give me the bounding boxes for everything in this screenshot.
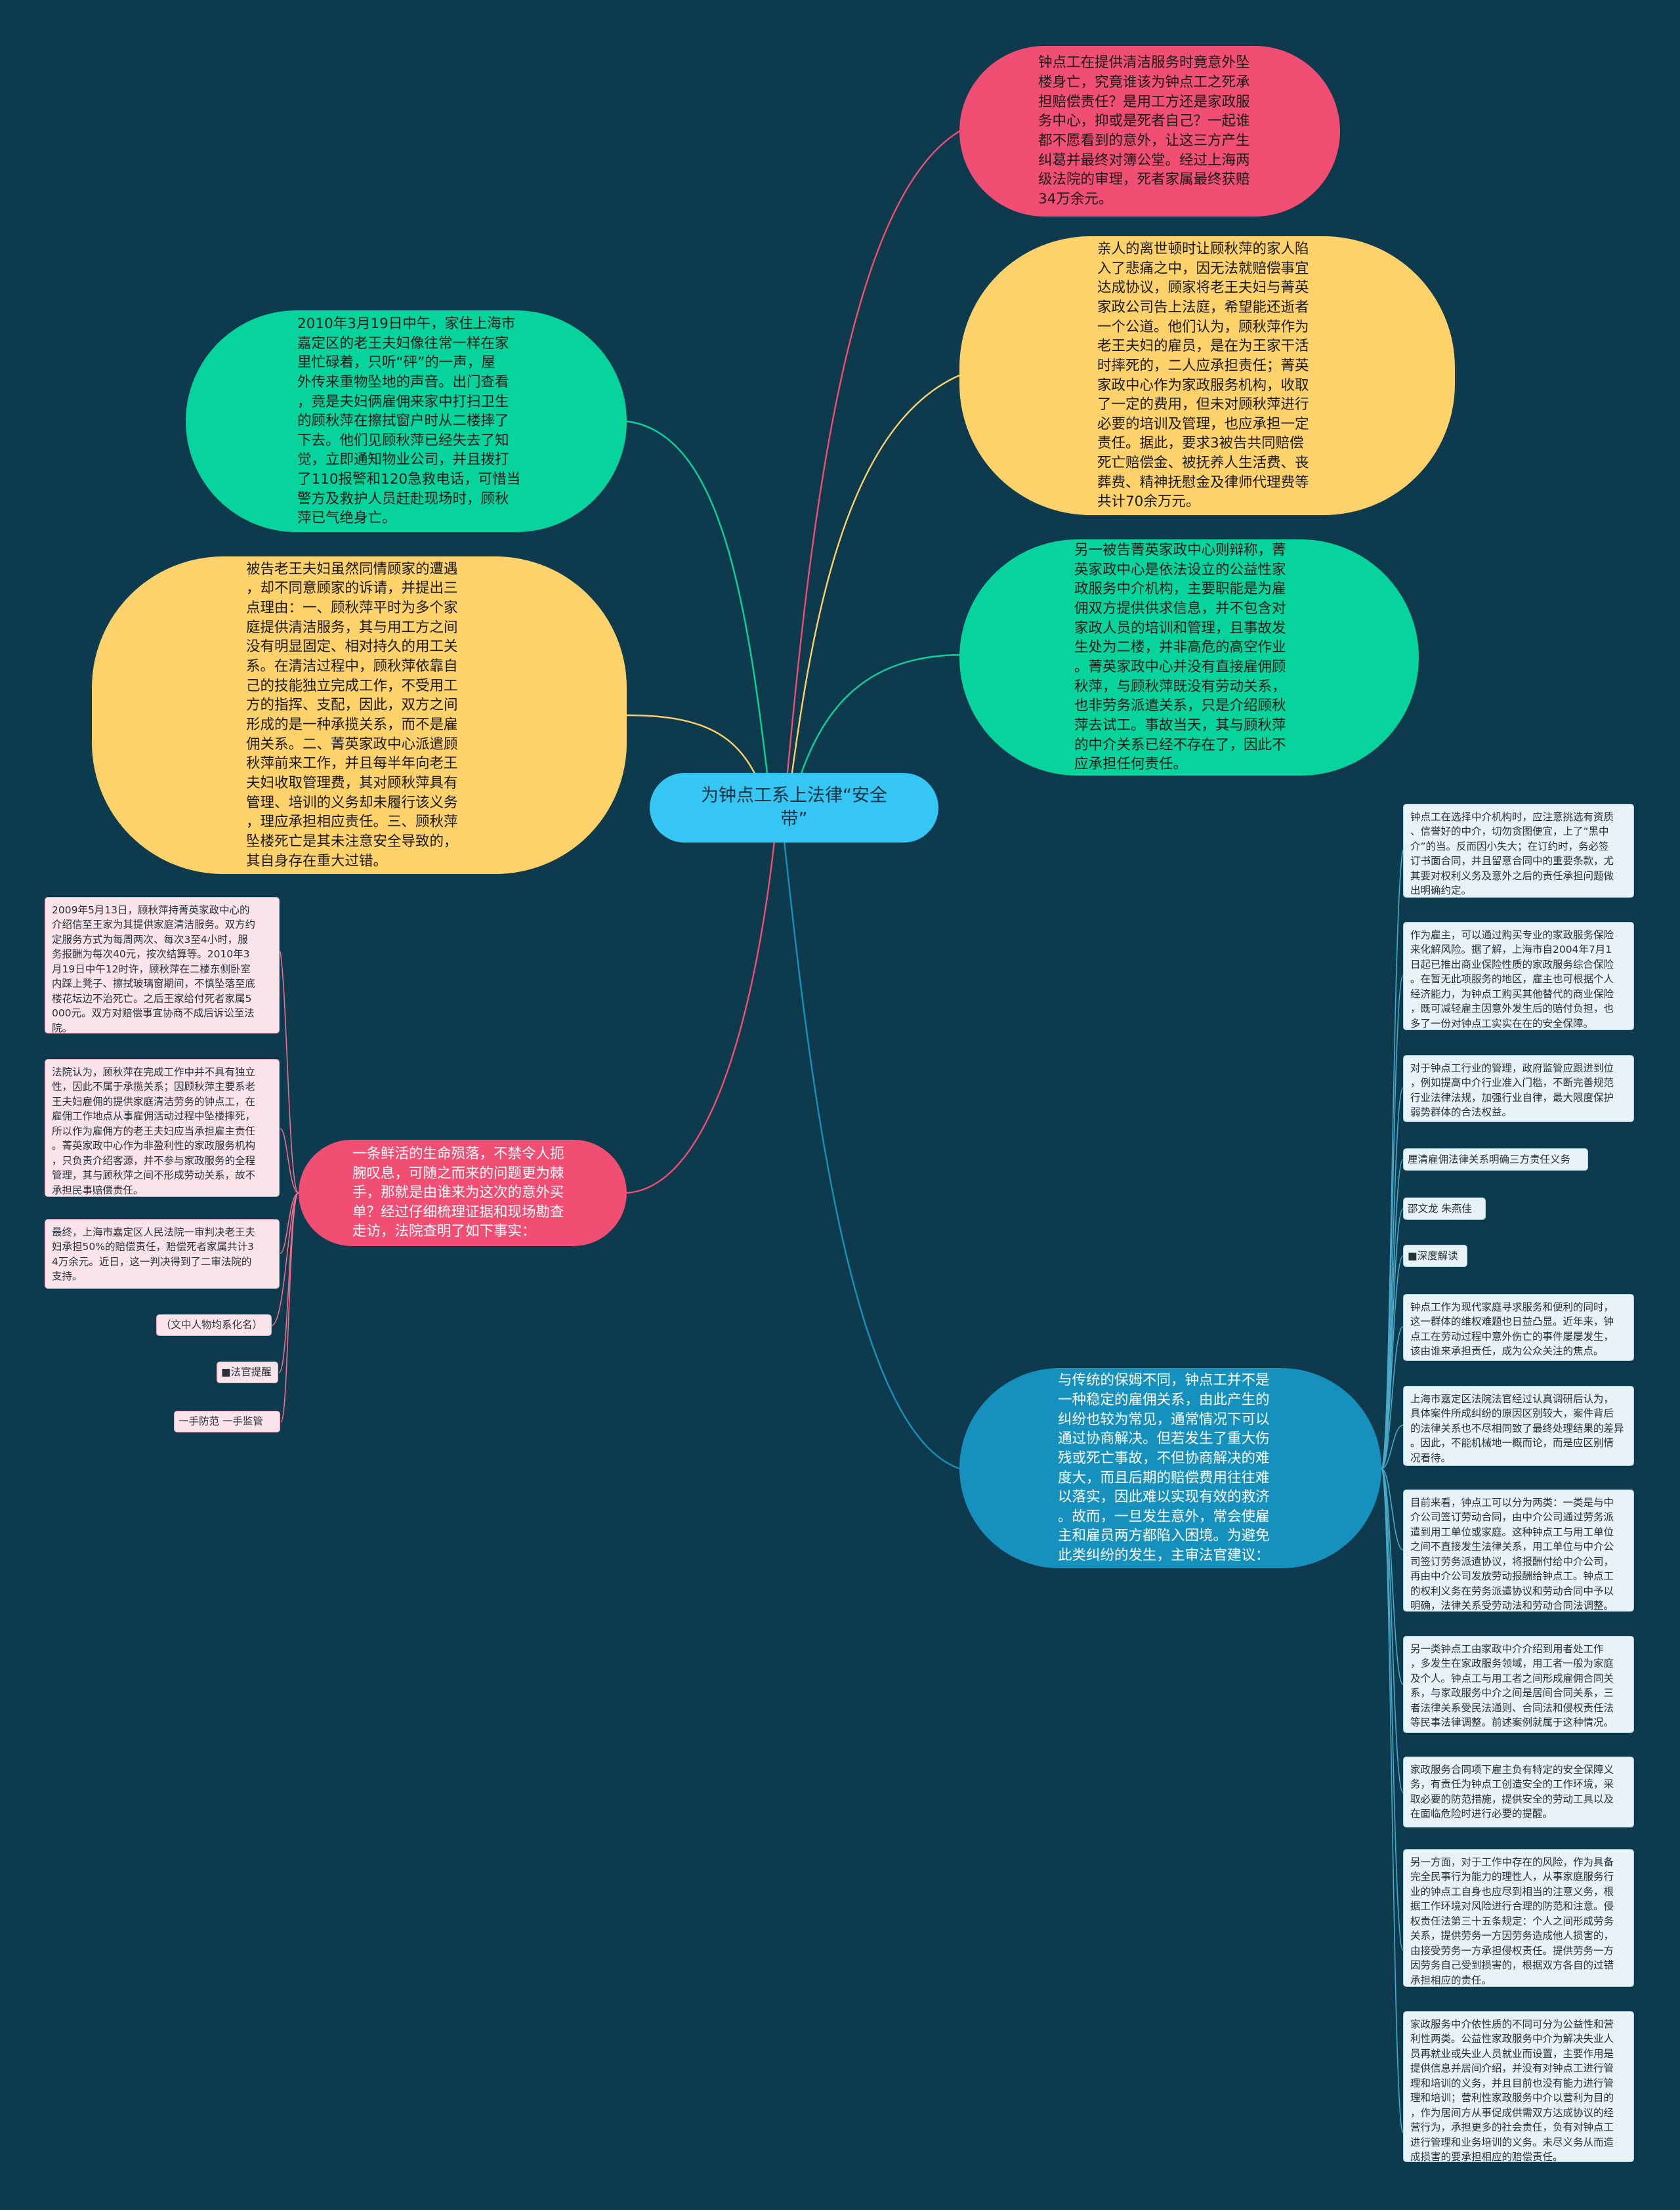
left-leaf-1-text: 2009年5月13日，顾秋萍持菁英家政中心的 介绍信至王家为其提供家庭清洁服务。… — [52, 904, 256, 1034]
right-leaf-12-text: 另一方面，对于工作中存在的风险，作为具备 完全民事行为能力的理性人，从事家庭服务… — [1410, 1856, 1614, 1986]
link-center-to-topic-r2 — [786, 374, 961, 808]
topic-right-3-text: 另一被告菁英家政中心则辩称，菁 英家政中心是依法设立的公益性家 政服务中介机构，… — [1074, 542, 1286, 773]
link-topic-r4-to-leaf-11 — [1381, 1468, 1404, 1793]
topic-right-2[interactable]: 亲人的离世顿时让顾秋萍的家人陷 入了悲痛之中，因无法就赔偿事宜 达成协议，顾家将… — [959, 236, 1455, 515]
link-center-to-topic-r1 — [783, 130, 961, 808]
link-center-to-topic-l1 — [625, 420, 772, 808]
right-leaf-3-text: 对于钟点工行业的管理，政府监管应跟进到位 ，例如提高中介行业准入门槛，不断完善规… — [1410, 1062, 1614, 1119]
link-topic-r4-to-leaf-7 — [1381, 1326, 1404, 1469]
center-topic-label: 为钟点工系上法律“安全 带” — [701, 785, 887, 829]
left-leaf-6[interactable]: 一手防范 一手监管 — [174, 1411, 280, 1432]
topic-left-1[interactable]: 2010年3月19日中午，家住上海市 嘉定区的老王夫妇像往常一样在家 里忙碌着，… — [186, 310, 627, 532]
topic-left-2[interactable]: 被告老王夫妇虽然同情顾家的遭遇 ，却不同意顾家的诉请，并提出三 点理由：一、顾秋… — [92, 556, 627, 874]
link-center-to-topic-r4 — [783, 840, 961, 1470]
link-topic-r4-to-leaf-10 — [1381, 1468, 1404, 1685]
topic-right-4[interactable]: 与传统的保姆不同，钟点工并不是 一种稳定的雇佣关系，由此产生的 纠纷也较为常见，… — [959, 1368, 1381, 1568]
link-topic-r4-to-leaf-13 — [1381, 1468, 1404, 2133]
link-topic-l3-to-leaf-1 — [280, 951, 299, 1194]
link-topic-r4-to-leaf-5 — [1381, 1208, 1404, 1469]
right-leaf-10[interactable]: 另一类钟点工由家政中介介绍到用者处工作 ，多发生在家政服务领域，用工者一般为家庭… — [1403, 1636, 1634, 1733]
topic-right-4-text: 与传统的保姆不同，钟点工并不是 一种稳定的雇佣关系，由此产生的 纠纷也较为常见，… — [1058, 1372, 1270, 1564]
topic-left-1-text: 2010年3月19日中午，家住上海市 嘉定区的老王夫妇像往常一样在家 里忙碌着，… — [297, 315, 521, 527]
link-topic-l3-to-leaf-2 — [280, 1128, 299, 1194]
topic-right-1[interactable]: 钟点工在提供清洁服务时竟意外坠 楼身亡，究竟谁该为钟点工之死承 担赔偿责任？是用… — [959, 46, 1340, 217]
link-topic-l3-to-leaf-4 — [271, 1192, 299, 1326]
left-leaf-6-text: 一手防范 一手监管 — [178, 1415, 263, 1428]
link-center-to-topic-l3 — [625, 840, 776, 1194]
right-leaf-7[interactable]: 钟点工作为现代家庭寻求服务和便利的同时， 这一群体的维权难题也日益凸显。近年来，… — [1403, 1294, 1634, 1361]
topic-right-1-text: 钟点工在提供清洁服务时竟意外坠 楼身亡，究竟谁该为钟点工之死承 担赔偿责任？是用… — [1038, 54, 1250, 207]
left-leaf-2-text: 法院认为，顾秋萍在完成工作中并不具有独立 性，因此不属于承揽关系；因顾秋萍主要系… — [52, 1066, 256, 1196]
right-leaf-10-text: 另一类钟点工由家政中介介绍到用者处工作 ，多发生在家政服务领域，用工者一般为家庭… — [1410, 1643, 1614, 1729]
left-leaf-4-text: （文中人物均系化名） — [161, 1319, 263, 1331]
right-leaf-1-text: 钟点工在选择中介机构时，应注意挑选有资质 、信誉好的中介，切勿贪图便宜，上了“黑… — [1410, 811, 1614, 897]
link-topic-r4-to-leaf-9 — [1381, 1468, 1404, 1551]
topic-left-3-text: 一条鲜活的生命殒落，不禁令人扼 腕叹息，可随之而来的问题更为棘 手，那就是由谁来… — [352, 1145, 564, 1240]
right-leaf-11[interactable]: 家政服务合同项下雇主负有特定的安全保障义 务，有责任为钟点工创造安全的工作环境，… — [1403, 1757, 1634, 1827]
right-leaf-4-text: 厘清雇佣法律关系明确三方责任义务 — [1408, 1153, 1571, 1165]
right-leaf-13[interactable]: 家政服务中介依性质的不同可分为公益性和营 利性两类。公益性家政服务中介为解决失业… — [1403, 2011, 1634, 2163]
right-leaf-4[interactable]: 厘清雇佣法律关系明确三方责任义务 — [1403, 1148, 1588, 1171]
left-leaf-5-text: ■法官提醒 — [221, 1366, 272, 1379]
right-leaf-9[interactable]: 目前来看，钟点工可以分为两类：一类是与中 介公司签订劳动合同，由中介公司通过劳务… — [1403, 1490, 1634, 1612]
topic-left-3[interactable]: 一条鲜活的生命殒落，不禁令人扼 腕叹息，可随之而来的问题更为棘 手，那就是由谁来… — [299, 1140, 627, 1246]
link-topic-r4-to-leaf-6 — [1381, 1255, 1404, 1469]
left-leaf-5[interactable]: ■法官提醒 — [217, 1362, 278, 1383]
topic-right-2-text: 亲人的离世顿时让顾秋萍的家人陷 入了悲痛之中，因无法就赔偿事宜 达成协议，顾家将… — [1097, 240, 1309, 511]
right-leaf-2-text: 作为雇主，可以通过购买专业的家政服务保险 来化解风险。据了解，上海市自2004年… — [1410, 929, 1614, 1030]
right-leaf-5[interactable]: 邵文龙 朱燕佳 — [1403, 1198, 1486, 1220]
left-leaf-3[interactable]: 最终，上海市嘉定区人民法院一审判决老王夫 妇承担50%的赔偿责任，赔偿死者家属共… — [45, 1219, 280, 1289]
right-leaf-6-text: ■深度解读 — [1408, 1249, 1458, 1262]
right-leaf-1[interactable]: 钟点工在选择中介机构时，应注意挑选有资质 、信誉好的中介，切勿贪图便宜，上了“黑… — [1403, 804, 1634, 898]
left-leaf-3-text: 最终，上海市嘉定区人民法院一审判决老王夫 妇承担50%的赔偿责任，赔偿死者家属共… — [52, 1226, 256, 1283]
right-leaf-6[interactable]: ■深度解读 — [1403, 1245, 1467, 1267]
right-leaf-5-text: 邵文龙 朱燕佳 — [1408, 1202, 1472, 1215]
right-leaf-13-text: 家政服务中介依性质的不同可分为公益性和营 利性两类。公益性家政服务中介为解决失业… — [1410, 2018, 1614, 2163]
topic-right-3[interactable]: 另一被告菁英家政中心则辩称，菁 英家政中心是依法设立的公益性家 政服务中介机构，… — [959, 539, 1419, 776]
left-leaf-4[interactable]: （文中人物均系化名） — [156, 1314, 272, 1336]
link-topic-r4-to-leaf-8 — [1381, 1425, 1404, 1469]
link-topic-r4-to-leaf-1 — [1381, 849, 1404, 1469]
right-leaf-7-text: 钟点工作为现代家庭寻求服务和便利的同时， 这一群体的维权难题也日益凸显。近年来，… — [1410, 1301, 1614, 1358]
right-leaf-11-text: 家政服务合同项下雇主负有特定的安全保障义 务，有责任为钟点工创造安全的工作环境，… — [1410, 1764, 1614, 1820]
left-leaf-1[interactable]: 2009年5月13日，顾秋萍持菁英家政中心的 介绍信至王家为其提供家庭清洁服务。… — [45, 897, 280, 1034]
right-leaf-3[interactable]: 对于钟点工行业的管理，政府监管应跟进到位 ，例如提高中介行业准入门槛，不断完善规… — [1403, 1055, 1634, 1122]
link-topic-l3-to-leaf-3 — [280, 1192, 299, 1254]
center-topic[interactable]: 为钟点工系上法律“安全 带” — [650, 773, 938, 843]
topic-left-2-text: 被告老王夫妇虽然同情顾家的遭遇 ，却不同意顾家的诉请，并提出三 点理由：一、顾秋… — [246, 560, 458, 869]
right-leaf-9-text: 目前来看，钟点工可以分为两类：一类是与中 介公司签订劳动合同，由中介公司通过劳务… — [1410, 1497, 1614, 1612]
link-topic-l3-to-leaf-6 — [280, 1192, 299, 1423]
right-leaf-8[interactable]: 上海市嘉定区法院法官经过认真调研后认为， 具体案件所成纠纷的原因区别较大，案件背… — [1403, 1386, 1634, 1466]
right-leaf-12[interactable]: 另一方面，对于工作中存在的风险，作为具备 完全民事行为能力的理性人，从事家庭服务… — [1403, 1849, 1634, 1987]
link-topic-r4-to-leaf-12 — [1381, 1468, 1404, 1951]
right-leaf-2[interactable]: 作为雇主，可以通过购买专业的家政服务保险 来化解风险。据了解，上海市自2004年… — [1403, 922, 1634, 1030]
right-leaf-8-text: 上海市嘉定区法院法官经过认真调研后认为， 具体案件所成纠纷的原因区别较大，案件背… — [1410, 1393, 1624, 1464]
left-leaf-2[interactable]: 法院认为，顾秋萍在完成工作中并不具有独立 性，因此不属于承揽关系；因顾秋萍主要系… — [45, 1059, 280, 1197]
